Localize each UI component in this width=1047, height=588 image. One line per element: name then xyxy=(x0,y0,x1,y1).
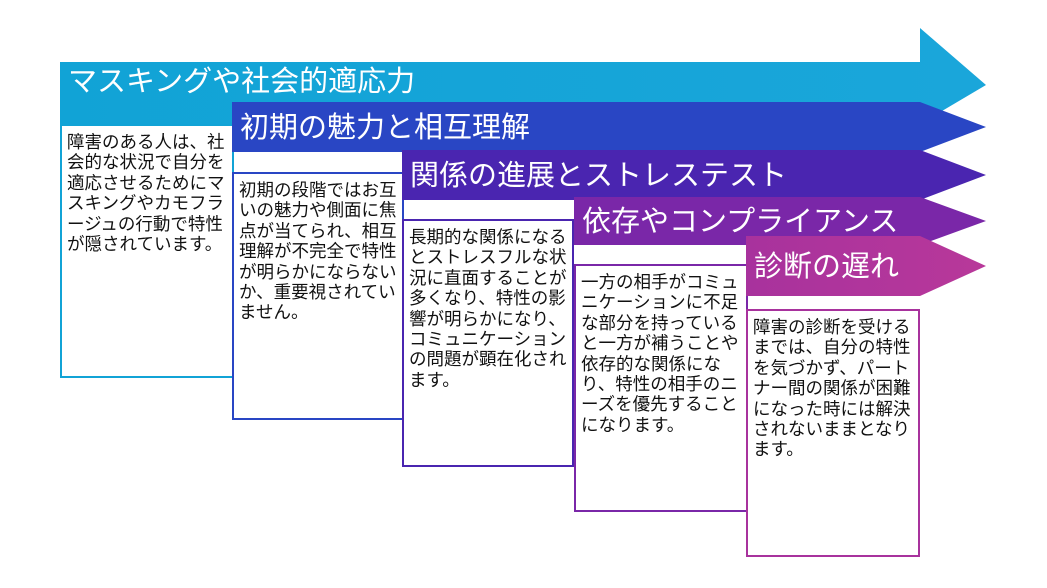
stage-title: 依存やコンプライアンス xyxy=(582,203,899,238)
stage-description-box: 障害のある人は、社会的な状況で自分を適応させるためにマスキングやカモフラージュの… xyxy=(60,124,234,378)
stage-description-box: 一方の相手がコミュニケーションに不足な部分を持っていると一方が補うことや依存的な… xyxy=(574,264,748,512)
stage-description-box: 長期的な関係になるとストレスフルな状況に直面することが多くなり、特性の影響が明ら… xyxy=(402,219,574,467)
stage-arrow: 関係の進展とストレステスト xyxy=(402,150,986,200)
stage-title: マスキングや社会的適応力 xyxy=(68,64,416,98)
stage-arrow: 診断の遅れ xyxy=(746,236,986,296)
stage-description-box: 初期の段階ではお互いの魅力や側面に焦点が当てられ、相互理解が不完全で特性が明らか… xyxy=(232,172,404,420)
stage-arrow: 初期の魅力と相互理解 xyxy=(232,102,986,152)
stage-description: 障害のある人は、社会的な状況で自分を適応させるためにマスキングやカモフラージュの… xyxy=(67,133,225,256)
stage-description: 一方の相手がコミュニケーションに不足な部分を持っていると一方が補うことや依存的な… xyxy=(581,273,739,436)
stage-description: 障害の診断を受けるまでは、自分の特性を気づかず、パートナー間の関係が困難になった… xyxy=(753,318,911,461)
stage-description: 初期の段階ではお互いの魅力や側面に焦点が当てられ、相互理解が不完全で特性が明らか… xyxy=(239,181,397,324)
stage-title: 初期の魅力と相互理解 xyxy=(240,109,531,144)
stage-title: 関係の進展とストレステスト xyxy=(410,157,788,192)
stage-title: 診断の遅れ xyxy=(754,248,900,283)
stage-description: 長期的な関係になるとストレスフルな状況に直面することが多くなり、特性の影響が明ら… xyxy=(409,228,567,391)
stage-description-box: 障害の診断を受けるまでは、自分の特性を気づかず、パートナー間の関係が困難になった… xyxy=(746,309,920,557)
